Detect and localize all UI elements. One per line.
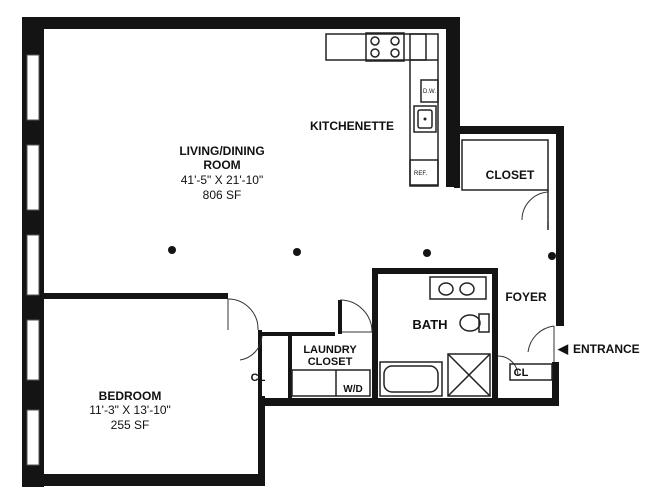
bedroom-dims: 11'-3" X 13'-10" bbox=[89, 403, 171, 417]
wall-closet-left bbox=[454, 126, 460, 188]
cl-right-outline bbox=[509, 363, 553, 381]
laundry-door-swing bbox=[339, 299, 373, 333]
wall-right bbox=[556, 126, 564, 326]
entrance-arrow-icon: ◀ bbox=[557, 341, 569, 356]
wall-bath-left bbox=[372, 268, 378, 398]
closet-label: CLOSET bbox=[486, 168, 535, 182]
dishwasher-icon bbox=[420, 79, 439, 103]
stove-icon bbox=[365, 32, 405, 62]
refrigerator-label: REF. bbox=[414, 171, 427, 177]
entrance-label: ENTRANCE bbox=[573, 342, 640, 356]
kitchen-counter bbox=[325, 33, 439, 187]
washer-dryer-label: W/D bbox=[343, 384, 362, 395]
wall-top bbox=[22, 17, 460, 29]
wall-laundry-stub bbox=[338, 300, 342, 334]
wall-right-lower bbox=[552, 362, 559, 406]
bathtub-icon bbox=[379, 361, 443, 397]
bath-label: BATH bbox=[412, 317, 447, 332]
wall-bedroom-top bbox=[40, 293, 228, 299]
kitchen-sink-icon bbox=[413, 105, 437, 133]
bath-sink-icon bbox=[429, 276, 487, 300]
shower-icon bbox=[447, 353, 491, 397]
laundry-label-line2: CLOSET bbox=[308, 356, 353, 368]
closet-door-swing bbox=[521, 191, 549, 221]
living-room-name-line2: ROOM bbox=[203, 158, 240, 172]
columns bbox=[168, 246, 556, 260]
wall-laundry-top bbox=[290, 332, 335, 336]
closet-outline bbox=[461, 139, 549, 230]
entrance-door-swing bbox=[527, 325, 555, 353]
wall-cl-left-side bbox=[288, 332, 292, 398]
toilet-icon bbox=[459, 313, 490, 333]
bedroom-area: 255 SF bbox=[111, 418, 150, 432]
living-room-area: 806 SF bbox=[203, 188, 242, 202]
bedroom-door-swing bbox=[227, 298, 259, 331]
cl-right-door-swing bbox=[497, 355, 519, 377]
wall-bottom-bedroom bbox=[22, 474, 265, 486]
wall-closet-top bbox=[446, 126, 564, 134]
laundry-label-line1: LAUNDRY bbox=[303, 344, 357, 356]
bedroom-name: BEDROOM bbox=[99, 389, 162, 403]
window-strip bbox=[26, 54, 40, 466]
refrigerator-icon bbox=[409, 159, 439, 186]
kitchenette-label: KITCHENETTE bbox=[310, 119, 394, 133]
laundry-shelf bbox=[291, 369, 371, 397]
living-room-dims: 41'-5" X 21'-10" bbox=[181, 173, 263, 187]
dishwasher-label: D.W. bbox=[423, 89, 436, 95]
wall-cl-left bbox=[262, 332, 292, 336]
living-room-name-line1: LIVING/DINING bbox=[179, 144, 264, 158]
cl-left-door-swing bbox=[239, 335, 263, 361]
wall-bedroom-right bbox=[258, 396, 265, 486]
cl-right-label: CL bbox=[514, 367, 529, 379]
wall-bottom-mid bbox=[262, 398, 559, 406]
cl-left-label: CL bbox=[251, 372, 266, 384]
wall-bath-top bbox=[372, 268, 497, 274]
wall-bedroom-door-stub bbox=[258, 330, 262, 400]
foyer-label: FOYER bbox=[505, 290, 547, 304]
wall-bath-right bbox=[492, 268, 498, 400]
